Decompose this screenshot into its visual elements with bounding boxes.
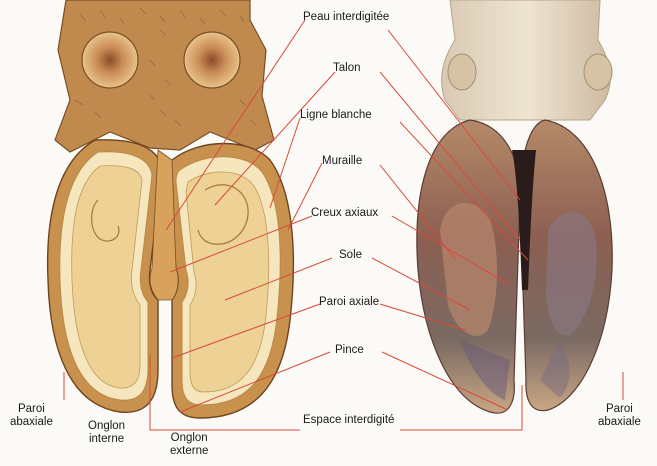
label-onglon-externe: Onglon externe: [170, 432, 208, 458]
label-paroi-abaxiale-left-line1: Paroi: [10, 403, 53, 416]
label-onglon-interne-line1: Onglon: [88, 420, 125, 433]
label-paroi-abaxiale-right-line2: abaxiale: [598, 416, 641, 429]
label-onglon-interne: Onglon interne: [88, 420, 125, 446]
label-ligne-blanche: Ligne blanche: [300, 109, 372, 122]
label-creux-axiaux: Creux axiaux: [311, 207, 378, 220]
bulb-right: [184, 32, 240, 88]
label-talon: Talon: [333, 62, 361, 75]
label-paroi-abaxiale-right-line1: Paroi: [598, 403, 641, 416]
label-onglon-externe-line1: Onglon: [170, 432, 208, 445]
label-paroi-axiale: Paroi axiale: [319, 296, 379, 309]
label-paroi-abaxiale-left: Paroi abaxiale: [10, 403, 53, 429]
photo-dewclaw-right: [584, 54, 612, 90]
label-espace-interdigite: Espace interdigité: [303, 414, 394, 427]
bulb-left: [82, 32, 138, 88]
photo-hoof: [417, 0, 612, 413]
label-onglon-externe-line2: externe: [170, 445, 208, 458]
label-paroi-abaxiale-left-line2: abaxiale: [10, 416, 53, 429]
label-onglon-interne-line2: interne: [88, 433, 125, 446]
label-paroi-abaxiale-right: Paroi abaxiale: [598, 403, 641, 429]
label-muraille: Muraille: [322, 155, 362, 168]
label-peau-interdigitee: Peau interdigitée: [303, 11, 389, 24]
label-sole: Sole: [339, 249, 362, 262]
label-pince: Pince: [335, 344, 364, 357]
drawn-hoof-diagram: [48, 0, 294, 418]
photo-dewclaw-left: [448, 54, 476, 90]
